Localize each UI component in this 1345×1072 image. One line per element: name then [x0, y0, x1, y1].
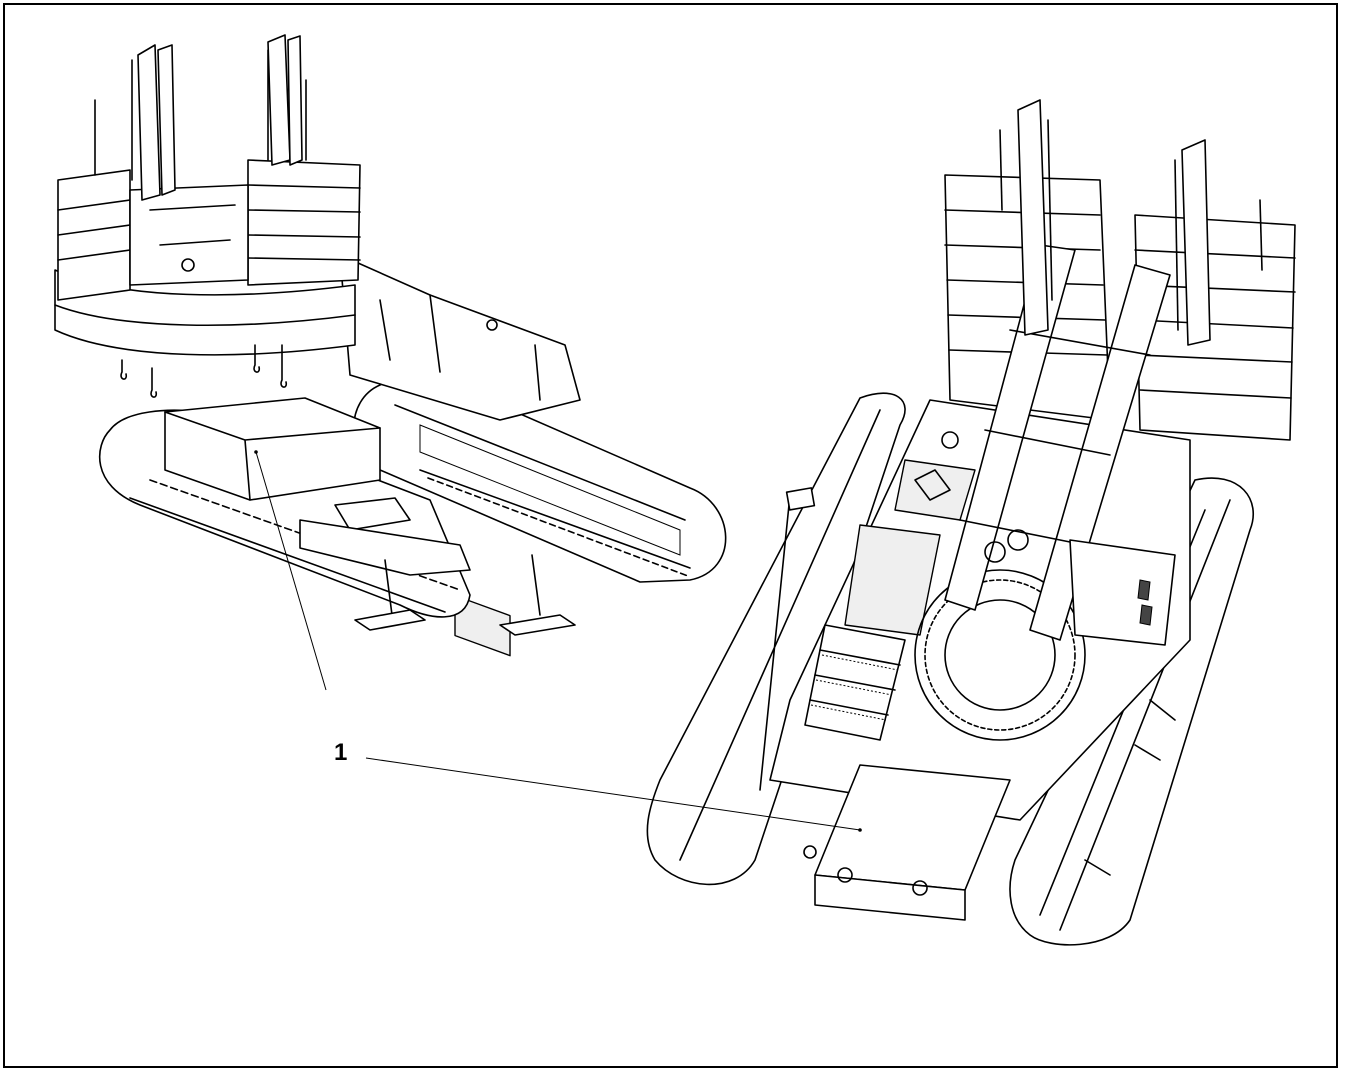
leader-line-right — [365, 757, 861, 831]
carbody-box — [164, 397, 471, 576]
callout-label: 1 — [334, 739, 347, 766]
crane-underside-view — [54, 34, 727, 657]
upper-body — [339, 254, 581, 421]
outrigger-legs — [354, 554, 576, 636]
leader-line-left — [255, 451, 327, 691]
hooks — [120, 344, 288, 398]
crawler-track-left-top — [646, 392, 906, 886]
drawing-frame — [3, 3, 1338, 1068]
counterweight-stack — [54, 159, 361, 356]
callout-1: 1 — [255, 451, 861, 831]
hoist-masts — [94, 34, 307, 201]
access-stairs — [804, 624, 906, 741]
hoist-masts-top — [999, 99, 1263, 346]
engine-housing — [1069, 539, 1176, 646]
crane-top-view — [646, 99, 1296, 946]
front-box — [803, 764, 1011, 921]
a-frame-mast — [944, 244, 1171, 641]
